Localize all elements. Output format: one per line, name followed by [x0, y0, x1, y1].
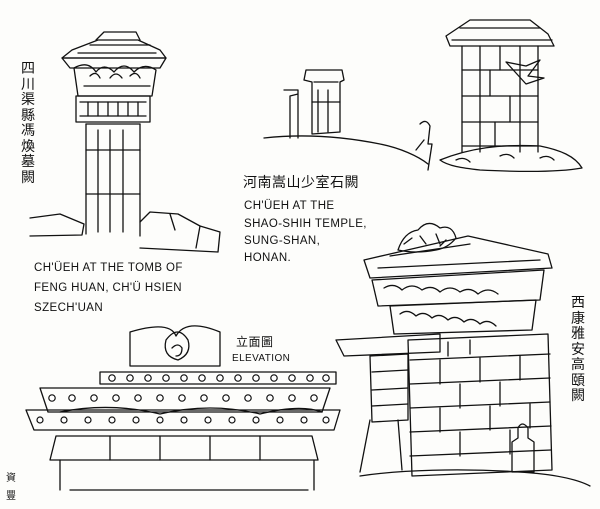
shao-shih-caption-line-2: SHAO-SHIH TEMPLE,: [244, 218, 367, 230]
feng-huan-caption-line-2: FENG HUAN, CH'Ü HSIEN: [34, 282, 182, 294]
margin-character-2: 豐: [6, 491, 17, 502]
distant-pillars-drawing: [263, 69, 433, 171]
shao-shih-caption-line-4: HONAN.: [244, 252, 292, 264]
shao-shih-caption-line-1: CH'ÜEH AT THE: [244, 200, 335, 212]
kao-yi-title-cn: 西康雅安高頤闕: [571, 295, 585, 404]
shao-shih-caption-line-3: SUNG-SHAN,: [244, 235, 321, 247]
shao-shih-title-cn: 河南嵩山少室石闕: [243, 175, 359, 191]
elevation-drawing: [25, 325, 341, 491]
elevation-title-cn: 立面圖: [236, 335, 274, 349]
feng-huan-title-cn: 四川渠縣馮煥墓闕: [21, 61, 35, 186]
elevation-title-en: ELEVATION: [232, 353, 291, 364]
feng-huan-caption-line-1: CH'ÜEH AT THE TOMB OF: [34, 262, 183, 274]
shao-shih-pillar-drawing: [439, 19, 583, 172]
elevation-beads: [36, 374, 330, 424]
feng-huan-caption-line-3: SZECH'UAN: [34, 302, 104, 314]
margin-character-1: 資: [6, 473, 17, 484]
feng-huan-pillar-drawing: [29, 31, 221, 253]
kao-yi-pillar-drawing: [335, 222, 591, 487]
